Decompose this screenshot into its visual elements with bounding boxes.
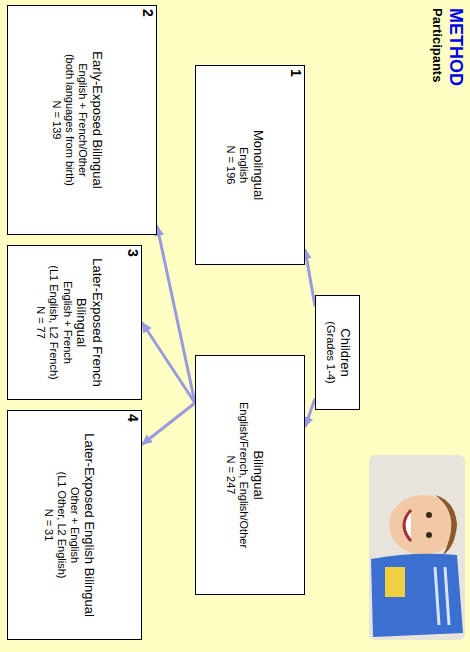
book-sticker — [385, 567, 405, 597]
boy-reading-photo — [369, 455, 465, 640]
callout-number: 1 — [288, 69, 304, 77]
slide-title: METHOD — [445, 8, 466, 86]
face — [389, 495, 457, 555]
hair — [435, 495, 457, 555]
callout-number: 3 — [125, 249, 141, 257]
box-text: N = 139 — [49, 101, 62, 140]
smile — [404, 510, 411, 541]
process-box: MonolingualEnglishN = 196 — [195, 65, 305, 265]
process-box: Early-Exposed BilingualEnglish + French/… — [7, 5, 157, 235]
box-text: N = 196 — [224, 146, 237, 185]
box-heading: Later-Exposed French Bilingual — [74, 254, 105, 391]
process-box: Later-Exposed French BilingualEnglish + … — [7, 245, 142, 400]
box-text: (L1 English, L2 French) — [47, 265, 60, 379]
arrow-connector — [142, 323, 195, 404]
eye — [426, 532, 432, 538]
callout-number: 2 — [140, 9, 156, 17]
process-box: BilingualEnglish/French, English/OtherN … — [195, 355, 305, 595]
section-subtitle: Participants — [430, 8, 445, 82]
arrow-connector — [305, 249, 315, 307]
callout-number: 4 — [125, 414, 141, 422]
box-text: (L1 Other, L2 English) — [55, 471, 68, 578]
arrow-connector — [305, 399, 315, 428]
box-text: N = 77 — [34, 306, 47, 339]
book-lettering — [435, 567, 449, 625]
box-heading: Children — [337, 328, 353, 376]
box-text: N = 247 — [224, 456, 237, 495]
box-heading: Later-Exposed English Bilingual — [81, 433, 97, 617]
box-heading: Bilingual — [250, 450, 266, 499]
group-box: Children(Grades 1-4) — [315, 295, 360, 410]
book — [371, 554, 463, 637]
box-text: Other + English — [68, 487, 81, 563]
box-heading: Monolingual — [250, 130, 266, 200]
box-text: English — [237, 147, 250, 183]
box-text: English + French/Other — [76, 63, 89, 176]
box-heading: Early-Exposed Bilingual — [89, 51, 105, 188]
photo-ground — [369, 455, 465, 640]
eye — [426, 512, 432, 518]
arrow-connector — [142, 403, 195, 445]
box-text: English/French, English/Other — [237, 402, 250, 548]
box-text: English + French — [61, 281, 74, 364]
process-box: Later-Exposed English BilingualOther + E… — [7, 410, 142, 640]
box-text: (both languages from birth) — [63, 54, 76, 186]
box-text: (Grades 1-4) — [324, 321, 337, 383]
box-text: N = 31 — [42, 509, 55, 542]
